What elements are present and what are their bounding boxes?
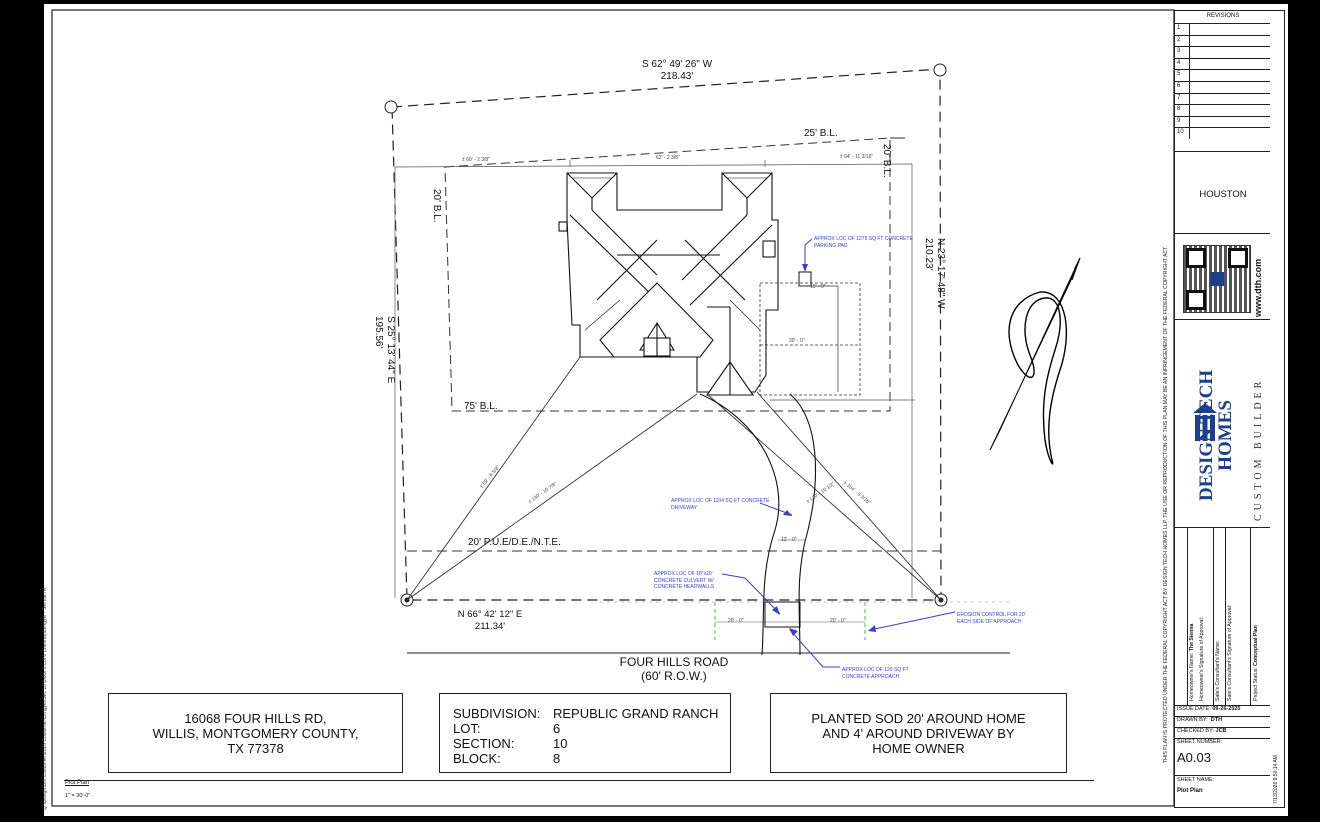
file-path: Q:\Design\Dth Customer\2026 Customer\Len… (42, 587, 48, 810)
north-bearing-label: S 62° 49' 26" W 218.43' (641, 59, 713, 82)
erosion-note: EROSION CONTROL FOR 20' EACH SIDE OF APP… (957, 612, 1026, 625)
sheet-number-value: A0.03 (1177, 750, 1211, 765)
revision-row: 4 (1175, 57, 1271, 70)
brand-tagline: CUSTOM BUILDER (1253, 377, 1264, 521)
address-box: 16068 FOUR HILLS RD, WILLIS, MONTGOMERY … (108, 693, 403, 773)
block-row: BLOCK:8 (453, 751, 561, 766)
north-arrow (989, 257, 1081, 465)
dim-culvert-right: 20' - 0" (830, 618, 846, 624)
dim-parking-b: 30' - 0" (789, 338, 805, 344)
sheet-name-label: SHEET NAME: (1177, 777, 1215, 783)
driveway-left-edge (699, 393, 780, 656)
address-line1: 16068 FOUR HILLS RD, (184, 710, 327, 726)
subdivision-table: SUBDIVISION:REPUBLIC GRAND RANCH LOT:6 S… (453, 706, 718, 766)
corner-marker-nw (384, 100, 398, 114)
parking-pad (759, 282, 861, 396)
drawing-border (51, 9, 1175, 807)
revision-number: 6 (1177, 83, 1181, 89)
building-line (444, 137, 891, 412)
west-bearing-label: S 25° 13' 44" E 195.56' (373, 316, 396, 384)
homeowner-name: Homeowner's Name: The Sienna (1189, 623, 1195, 701)
revision-row: 10 (1175, 127, 1271, 139)
revision-number: 7 (1177, 94, 1181, 101)
driveway-note: APPROX LOC OF 1104 SQ FT CONCRETE DRIVEW… (671, 498, 770, 511)
revision-number: 4 (1177, 59, 1181, 66)
dim-top-right: ± 64' - 11 3/16" (840, 154, 874, 160)
revision-row: 9 (1175, 115, 1271, 128)
section-row: SECTION:10 (453, 736, 568, 751)
homeowner-signature: Homeowner's Signature of Approval: (1199, 616, 1205, 701)
copyright-notice: THIS PLAN IS PROTECTED UNDER THE FEDERAL… (1163, 245, 1169, 763)
dim-parking-a: 15' - 0" (810, 284, 826, 290)
region-label: HOUSTON (1199, 189, 1247, 200)
title-block: REVISIONS 1 2 3 4 5 6 7 8 9 10 THIS PLAN IS PROTE… (1163, 10, 1272, 808)
brand-logo-icon (1193, 403, 1217, 443)
website-label: www.dth.com (1253, 258, 1263, 317)
address-line3: TX 77378 (227, 740, 284, 756)
revisions-header: REVISIONS (1206, 13, 1240, 19)
revision-row: 5 (1175, 69, 1271, 81)
revisions-table: REVISIONS 1 2 3 4 5 6 7 8 9 10 (1175, 11, 1271, 151)
plot-plan-drawing (51, 9, 1175, 807)
view-scale-text: 1" = 30'-0" (65, 793, 91, 799)
south-bearing-label: N 66° 42' 12" E 211.34' (457, 609, 523, 632)
sheet-name-value: Plot Plan (1177, 788, 1203, 794)
drawn-by: DRAWN BY: DTH (1177, 717, 1223, 723)
sod-box: PLANTED SOD 20' AROUND HOME AND 4' AROUN… (770, 693, 1067, 773)
revision-row: 1 (1175, 23, 1271, 35)
lot-row: LOT:6 (453, 721, 561, 736)
house-footprint (558, 172, 779, 396)
checked-by: CHECKED BY: JCB (1177, 728, 1227, 734)
revision-number: 9 (1177, 117, 1181, 124)
revision-row: 7 (1175, 92, 1271, 105)
revision-number: 5 (1177, 71, 1181, 78)
consultant-name: Sale's Consultant's Name: (1215, 640, 1221, 701)
revision-row: 3 (1175, 46, 1271, 58)
subdivision-box: SUBDIVISION:REPUBLIC GRAND RANCH LOT:6 S… (439, 693, 731, 773)
culvert-note: APPROX LOC OF 18"x20' CONCRETE CULVERT W… (654, 571, 715, 590)
brand-name: DESIGN TECH HOMES (1196, 369, 1236, 501)
dim-culvert-left: 20' - 0" (728, 618, 744, 624)
revision-number: 8 (1177, 106, 1181, 113)
corner-marker-ne (933, 63, 947, 77)
title-block-edge (1270, 10, 1285, 808)
issue-date: ISSUE DATE: 09-26-2025 (1177, 706, 1241, 712)
rear-bl-label: 75' B.L. (464, 401, 498, 412)
project-status: Project Status: Conceptual Plan (1253, 625, 1259, 701)
sheet-paper: S 62° 49' 26" W 218.43' 25' B.L. 20' B.L… (42, 4, 1288, 816)
revision-number: 1 (1177, 25, 1181, 31)
easement-label: 20' P.U.E/D.E./N.T.E. (468, 537, 561, 548)
dim-top-left: ± 60' - 2 3/8" (462, 157, 490, 163)
subdivision-row: SUBDIVISION:REPUBLIC GRAND RANCH (453, 706, 719, 721)
side-bl-left-label: 20' B.L. (431, 189, 442, 223)
revision-row: 8 (1175, 104, 1271, 116)
revision-row: 6 (1175, 81, 1271, 93)
view-title (64, 780, 1094, 781)
print-timestamp: 7/13/2026 9:50:14 AM (1273, 755, 1279, 804)
driveway-right-edge (789, 393, 817, 656)
address-line2: WILLIS, MONTGOMERY COUNTY, (152, 725, 359, 741)
front-bl-label: 25' B.L. (804, 128, 838, 139)
view-title-text: Plot Plan (65, 780, 90, 786)
revision-number: 10 (1177, 129, 1184, 136)
approach-note: APPROX LOC OF 120 SQ FT CONCRETE APPROAC… (842, 667, 909, 680)
revision-number: 2 (1177, 36, 1181, 43)
dim-drive-width: 12' - 0" (781, 537, 797, 543)
dim-top-mid: 62' - 2 3/8" (656, 155, 680, 161)
revision-number: 3 (1177, 48, 1181, 55)
culvert (764, 601, 801, 628)
consultant-signature: Sale's Consultant's Signature of Approva… (1227, 604, 1233, 701)
qr-code-icon (1183, 245, 1251, 313)
sheet-number-label: SHEET NUMBER: (1177, 739, 1223, 745)
parking-note: APPROX LOC OF 1275 SQ FT CONCRETE PARKIN… (814, 236, 913, 249)
road-label: FOUR HILLS ROAD (60' R.O.W.) (619, 655, 729, 683)
revision-row: 2 (1175, 34, 1271, 47)
side-bl-right-label: 20' B.L. (881, 144, 892, 178)
